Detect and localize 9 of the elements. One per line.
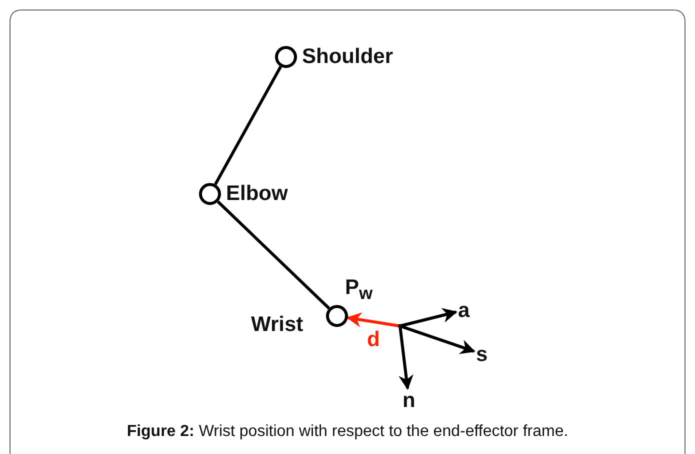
axis-label: n [402, 388, 416, 412]
axis-label: a [458, 298, 470, 322]
frame-origin [398, 324, 402, 328]
joint-label: Shoulder [302, 46, 394, 67]
joint-label: Wrist [251, 314, 304, 335]
joint-label: P$_{w}$ [345, 277, 373, 303]
joint-label: Elbow [226, 183, 288, 204]
axis-label: s [476, 342, 488, 366]
figure-caption: Figure 2: Wrist position with respect to the end-effector frame. [126, 423, 570, 441]
